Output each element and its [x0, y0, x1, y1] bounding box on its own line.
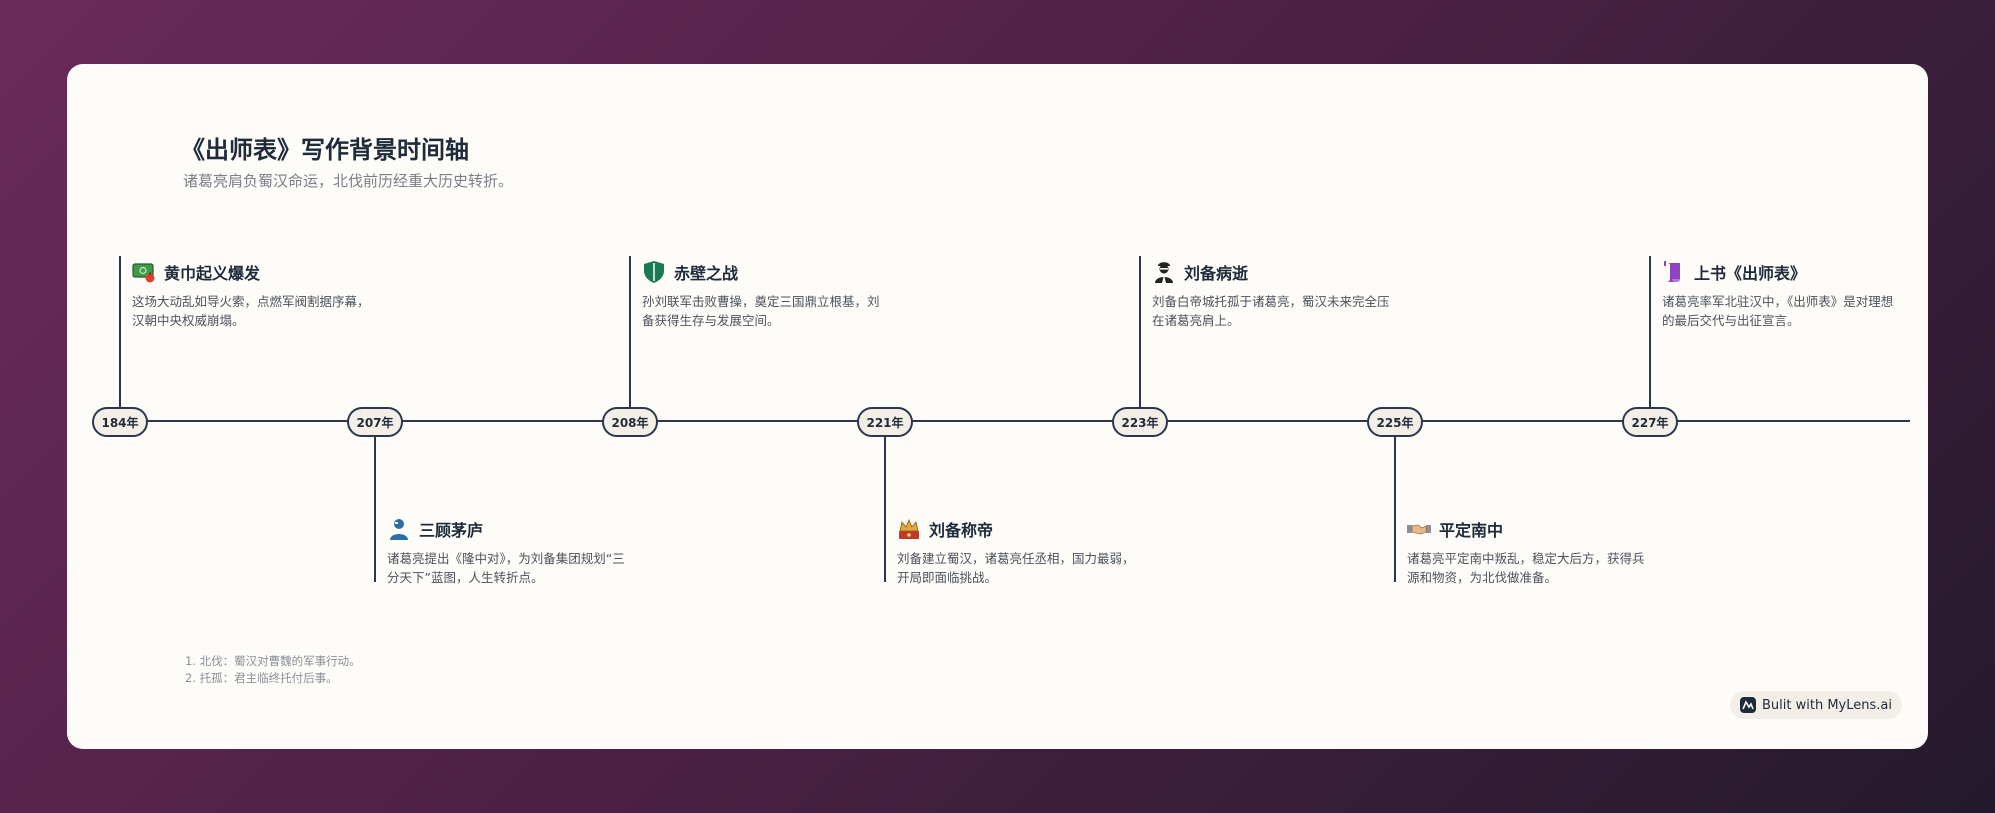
year-pill-207: 207年	[347, 407, 403, 437]
year-pill-227: 227年	[1622, 407, 1678, 437]
event-description: 刘备白帝城托孤于诸葛亮，蜀汉未来完全压在诸葛亮肩上。	[1152, 294, 1390, 328]
page-subtitle: 诸葛亮肩负蜀汉命运，北伐前历经重大历史转折。	[183, 172, 514, 190]
badge-label: Bulit with MyLens.ai	[1762, 697, 1892, 713]
event-title: 刘备称帝	[929, 521, 994, 540]
event-title: 平定南中	[1439, 521, 1504, 540]
footnotes: 1. 北伐：蜀汉对曹魏的军事行动。 2. 托孤：君主临终托付后事。	[185, 653, 361, 687]
event-card-225: 平定南中 诸葛亮平定南中叛乱，稳定大后方，获得兵源和物资，为北伐做准备。	[1407, 515, 1647, 587]
year-pill-223: 223年	[1112, 407, 1168, 437]
event-card-207: 三顾茅庐 诸葛亮提出《隆中对》，为刘备集团规划“三分天下”蓝图，人生转折点。	[387, 515, 627, 587]
event-title: 黄巾起义爆发	[164, 264, 261, 283]
event-card-184: 黄巾起义爆发 这场大动乱如导火索，点燃军阀割据序幕，汉朝中央权威崩塌。	[132, 258, 372, 330]
event-description: 诸葛亮提出《隆中对》，为刘备集团规划“三分天下”蓝图，人生转折点。	[387, 551, 625, 585]
stem-221	[884, 422, 886, 582]
scroll-icon	[1664, 261, 1680, 282]
handshake-icon	[1407, 524, 1431, 535]
stem-225	[1394, 422, 1396, 582]
event-card-221: 刘备称帝 刘备建立蜀汉，诸葛亮任丞相，国力最弱，开局即面临挑战。	[897, 515, 1137, 587]
stem-207	[374, 422, 376, 582]
event-description: 诸葛亮率军北驻汉中，《出师表》是对理想的最后交代与出征宣言。	[1662, 294, 1894, 328]
year-pill-208: 208年	[602, 407, 658, 437]
year-pill-225: 225年	[1367, 407, 1423, 437]
mylens-logo-icon	[1740, 697, 1756, 713]
event-card-227: 上书《出师表》 诸葛亮率军北驻汉中，《出师表》是对理想的最后交代与出征宣言。	[1662, 258, 1902, 330]
event-title: 三顾茅庐	[419, 521, 484, 540]
timeline-card: 《出师表》写作背景时间轴 诸葛亮肩负蜀汉命运，北伐前历经重大历史转折。 184年…	[67, 64, 1928, 749]
money-bag-icon	[132, 263, 155, 283]
year-pill-221: 221年	[857, 407, 913, 437]
event-title: 上书《出师表》	[1694, 264, 1807, 283]
stem-208	[629, 256, 631, 420]
event-description: 孙刘联军击败曹操，奠定三国鼎立根基，刘备获得生存与发展空间。	[642, 294, 880, 328]
shield-icon	[644, 261, 664, 283]
page-title: 《出师表》写作背景时间轴	[181, 136, 469, 164]
mourner-icon	[1155, 262, 1173, 283]
event-card-223: 刘备病逝 刘备白帝城托孤于诸葛亮，蜀汉未来完全压在诸葛亮肩上。	[1152, 258, 1392, 330]
crown-icon	[899, 518, 919, 539]
mylens-badge[interactable]: Bulit with MyLens.ai	[1730, 691, 1902, 719]
event-description: 这场大动乱如导火索，点燃军阀割据序幕，汉朝中央权威崩塌。	[132, 294, 370, 328]
stem-184	[119, 256, 121, 420]
event-title: 刘备病逝	[1184, 264, 1249, 283]
timeline-axis	[120, 420, 1910, 422]
footnote: 2. 托孤：君主临终托付后事。	[185, 671, 338, 685]
event-description: 诸葛亮平定南中叛乱，稳定大后方，获得兵源和物资，为北伐做准备。	[1407, 551, 1645, 585]
year-pill-184: 184年	[92, 407, 148, 437]
stem-227	[1649, 256, 1651, 420]
event-card-208: 赤壁之战 孙刘联军击败曹操，奠定三国鼎立根基，刘备获得生存与发展空间。	[642, 258, 882, 330]
event-description: 刘备建立蜀汉，诸葛亮任丞相，国力最弱，开局即面临挑战。	[897, 551, 1135, 585]
footnote: 1. 北伐：蜀汉对曹魏的军事行动。	[185, 654, 361, 668]
person-icon	[390, 519, 408, 540]
stem-223	[1139, 256, 1141, 420]
event-title: 赤壁之战	[674, 264, 739, 283]
